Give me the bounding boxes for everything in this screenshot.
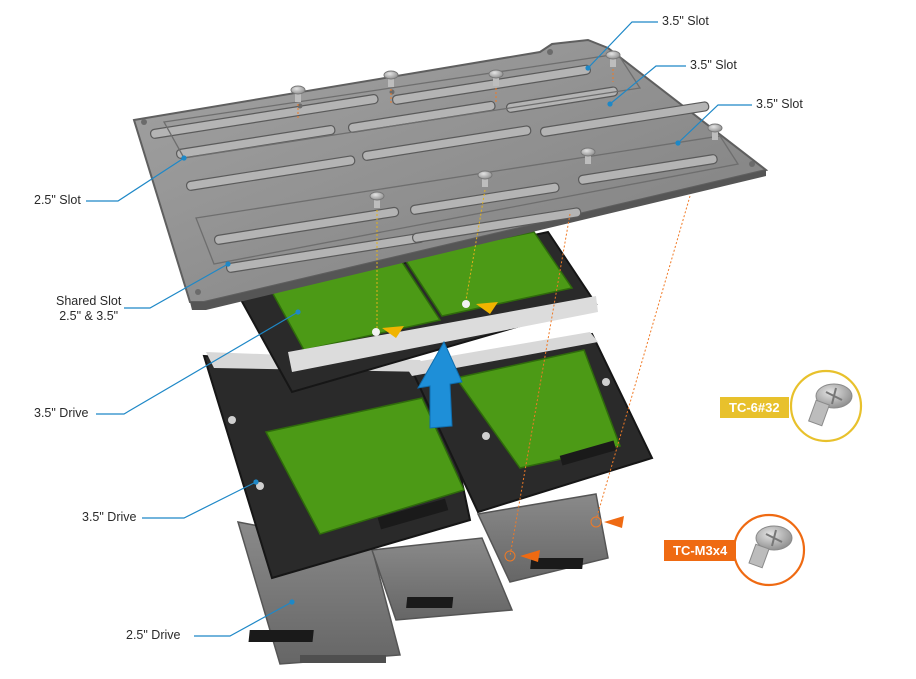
screw-guide-lines	[297, 69, 691, 557]
tc6-screw-label: TC-6#32	[720, 397, 789, 418]
hdd-lower-left	[202, 352, 472, 580]
callout-2-5-slot: 2.5" Slot	[34, 193, 81, 207]
callout-3-5-slot-middle: 3.5" Slot	[690, 58, 737, 72]
tcm3-screw-label: TC-M3x4	[664, 540, 737, 561]
shared-slot-line2: 2.5" & 3.5"	[59, 309, 119, 323]
tc6-screw-detail	[789, 369, 863, 443]
callout-3-5-drive-lower: 3.5" Drive	[82, 510, 137, 524]
callout-2-5-drive: 2.5" Drive	[126, 628, 181, 642]
callout-anchor-dots	[181, 65, 681, 605]
callout-shared-slot: Shared Slot 2.5" & 3.5"	[56, 294, 121, 324]
callout-3-5-slot-right: 3.5" Slot	[756, 97, 803, 111]
callout-3-5-slot-top: 3.5" Slot	[662, 14, 709, 28]
callout-3-5-drive-upper: 3.5" Drive	[34, 406, 89, 420]
tcm3-screw-detail	[732, 513, 806, 587]
ssd-drive-middle	[370, 537, 514, 621]
plate-screws	[290, 50, 723, 208]
lift-arrow-icon	[417, 340, 463, 429]
shared-slot-line1: Shared Slot	[56, 294, 122, 308]
callout-leader-lines	[86, 21, 752, 637]
ssd-drive-right	[476, 493, 609, 583]
ssd-screw-markers	[504, 516, 624, 562]
